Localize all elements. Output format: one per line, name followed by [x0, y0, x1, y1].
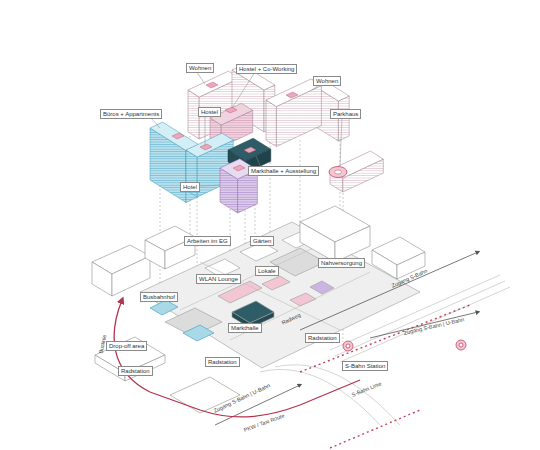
- label-tag: Wohnen: [313, 76, 341, 86]
- label-tag: Nahversorgung: [318, 258, 365, 268]
- tag-text: Lokale: [258, 267, 276, 275]
- tag-text: Gärten: [253, 237, 271, 245]
- label-tag: Hostel + Co-Working: [236, 64, 297, 74]
- tag-text: Busbahnhof: [143, 293, 175, 301]
- label-tag: Büros + Appartments: [100, 109, 162, 119]
- route-label: S-Bahn Linie: [351, 380, 383, 398]
- route-label: PKW / Taxi Route: [243, 413, 286, 434]
- label-tag: Hotel: [180, 182, 200, 192]
- tag-text: Drop-off area: [109, 342, 144, 350]
- tag-text: Hostel + Co-Working: [239, 65, 294, 73]
- tag-text: S-Bahn Station: [345, 362, 385, 370]
- label-tag: Markthalle + Ausstellung: [248, 166, 319, 176]
- label-tag: Radstation: [205, 357, 240, 367]
- label-tag: Drop-off area: [106, 341, 147, 351]
- tag-text: Hotel: [183, 183, 197, 191]
- tag-text: Radstation: [208, 358, 237, 366]
- label-tag: Radstation: [118, 366, 153, 376]
- tag-text: WLAN Lounge: [199, 275, 238, 283]
- tag-text: Nahversorgung: [321, 259, 362, 267]
- tag-text: Markthalle: [231, 324, 259, 332]
- label-tag: Busbahnhof: [140, 292, 178, 302]
- label-tag: S-Bahn Station: [342, 361, 388, 371]
- tag-text: Büros + Appartments: [103, 110, 159, 118]
- label-tag: Hostel: [198, 107, 221, 117]
- route-label: Zugang S-Bahn | U-Bahn: [403, 316, 465, 337]
- tag-text: Wohnen: [316, 77, 338, 85]
- label-tag: Parkhaus: [330, 109, 361, 119]
- label-tag: Radstation: [305, 333, 340, 343]
- tag-text: Parkhaus: [333, 110, 358, 118]
- tag-text: Wohnen: [189, 64, 211, 72]
- tag-text: Arbeiten im EG: [187, 237, 228, 245]
- tag-text: Radstation: [121, 367, 150, 375]
- label-tag: Gärten: [250, 236, 274, 246]
- tag-text: Hostel: [201, 108, 218, 116]
- label-tag: Markthalle: [228, 323, 262, 333]
- label-tag: WLAN Lounge: [196, 274, 241, 284]
- tag-text: Markthalle + Ausstellung: [251, 167, 316, 175]
- label-tag: Lokale: [255, 266, 279, 276]
- label-tag: Wohnen: [186, 63, 214, 73]
- tag-text: Radstation: [308, 334, 337, 342]
- label-tag: Arbeiten im EG: [184, 236, 231, 246]
